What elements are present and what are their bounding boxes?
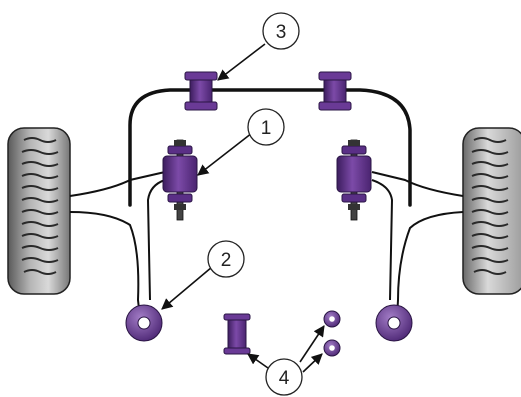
wishbone-bush-left [162, 139, 198, 221]
callout-1-label: 1 [261, 118, 272, 139]
callout-arrows [161, 43, 325, 373]
callout-3: 3 [262, 12, 300, 50]
arrow-3 [217, 43, 266, 81]
arrow-4b [299, 325, 325, 363]
wishbone-bush-right [336, 139, 372, 221]
right-tyre [462, 127, 521, 295]
anti-roll-bar-bush-left [184, 71, 218, 111]
callout-1: 1 [247, 108, 285, 146]
small-eye-bush-bottom [323, 339, 341, 357]
left-tyre [7, 127, 71, 295]
left-wishbone [69, 171, 166, 319]
eye-bush-right [375, 304, 413, 342]
anti-roll-bar-bush-right [318, 71, 352, 111]
callout-3-label: 3 [276, 22, 287, 43]
callout-4-label: 4 [279, 368, 290, 389]
right-tyre-tread [471, 137, 509, 275]
callout-2-label: 2 [221, 250, 232, 271]
arrow-4a [247, 353, 269, 369]
callout-2: 2 [207, 240, 245, 278]
arrow-1 [197, 132, 253, 176]
callout-4: 4 [265, 358, 303, 396]
anti-roll-bar [128, 88, 412, 207]
eye-bush-left [125, 304, 163, 342]
left-tyre-tread [21, 137, 59, 275]
small-eye-bush-top [323, 310, 341, 328]
right-wishbone [371, 171, 464, 319]
small-bush-parts [223, 310, 341, 357]
small-bush-cylinder [223, 313, 251, 355]
arrow-4c [302, 353, 323, 373]
arrow-2 [161, 266, 213, 310]
